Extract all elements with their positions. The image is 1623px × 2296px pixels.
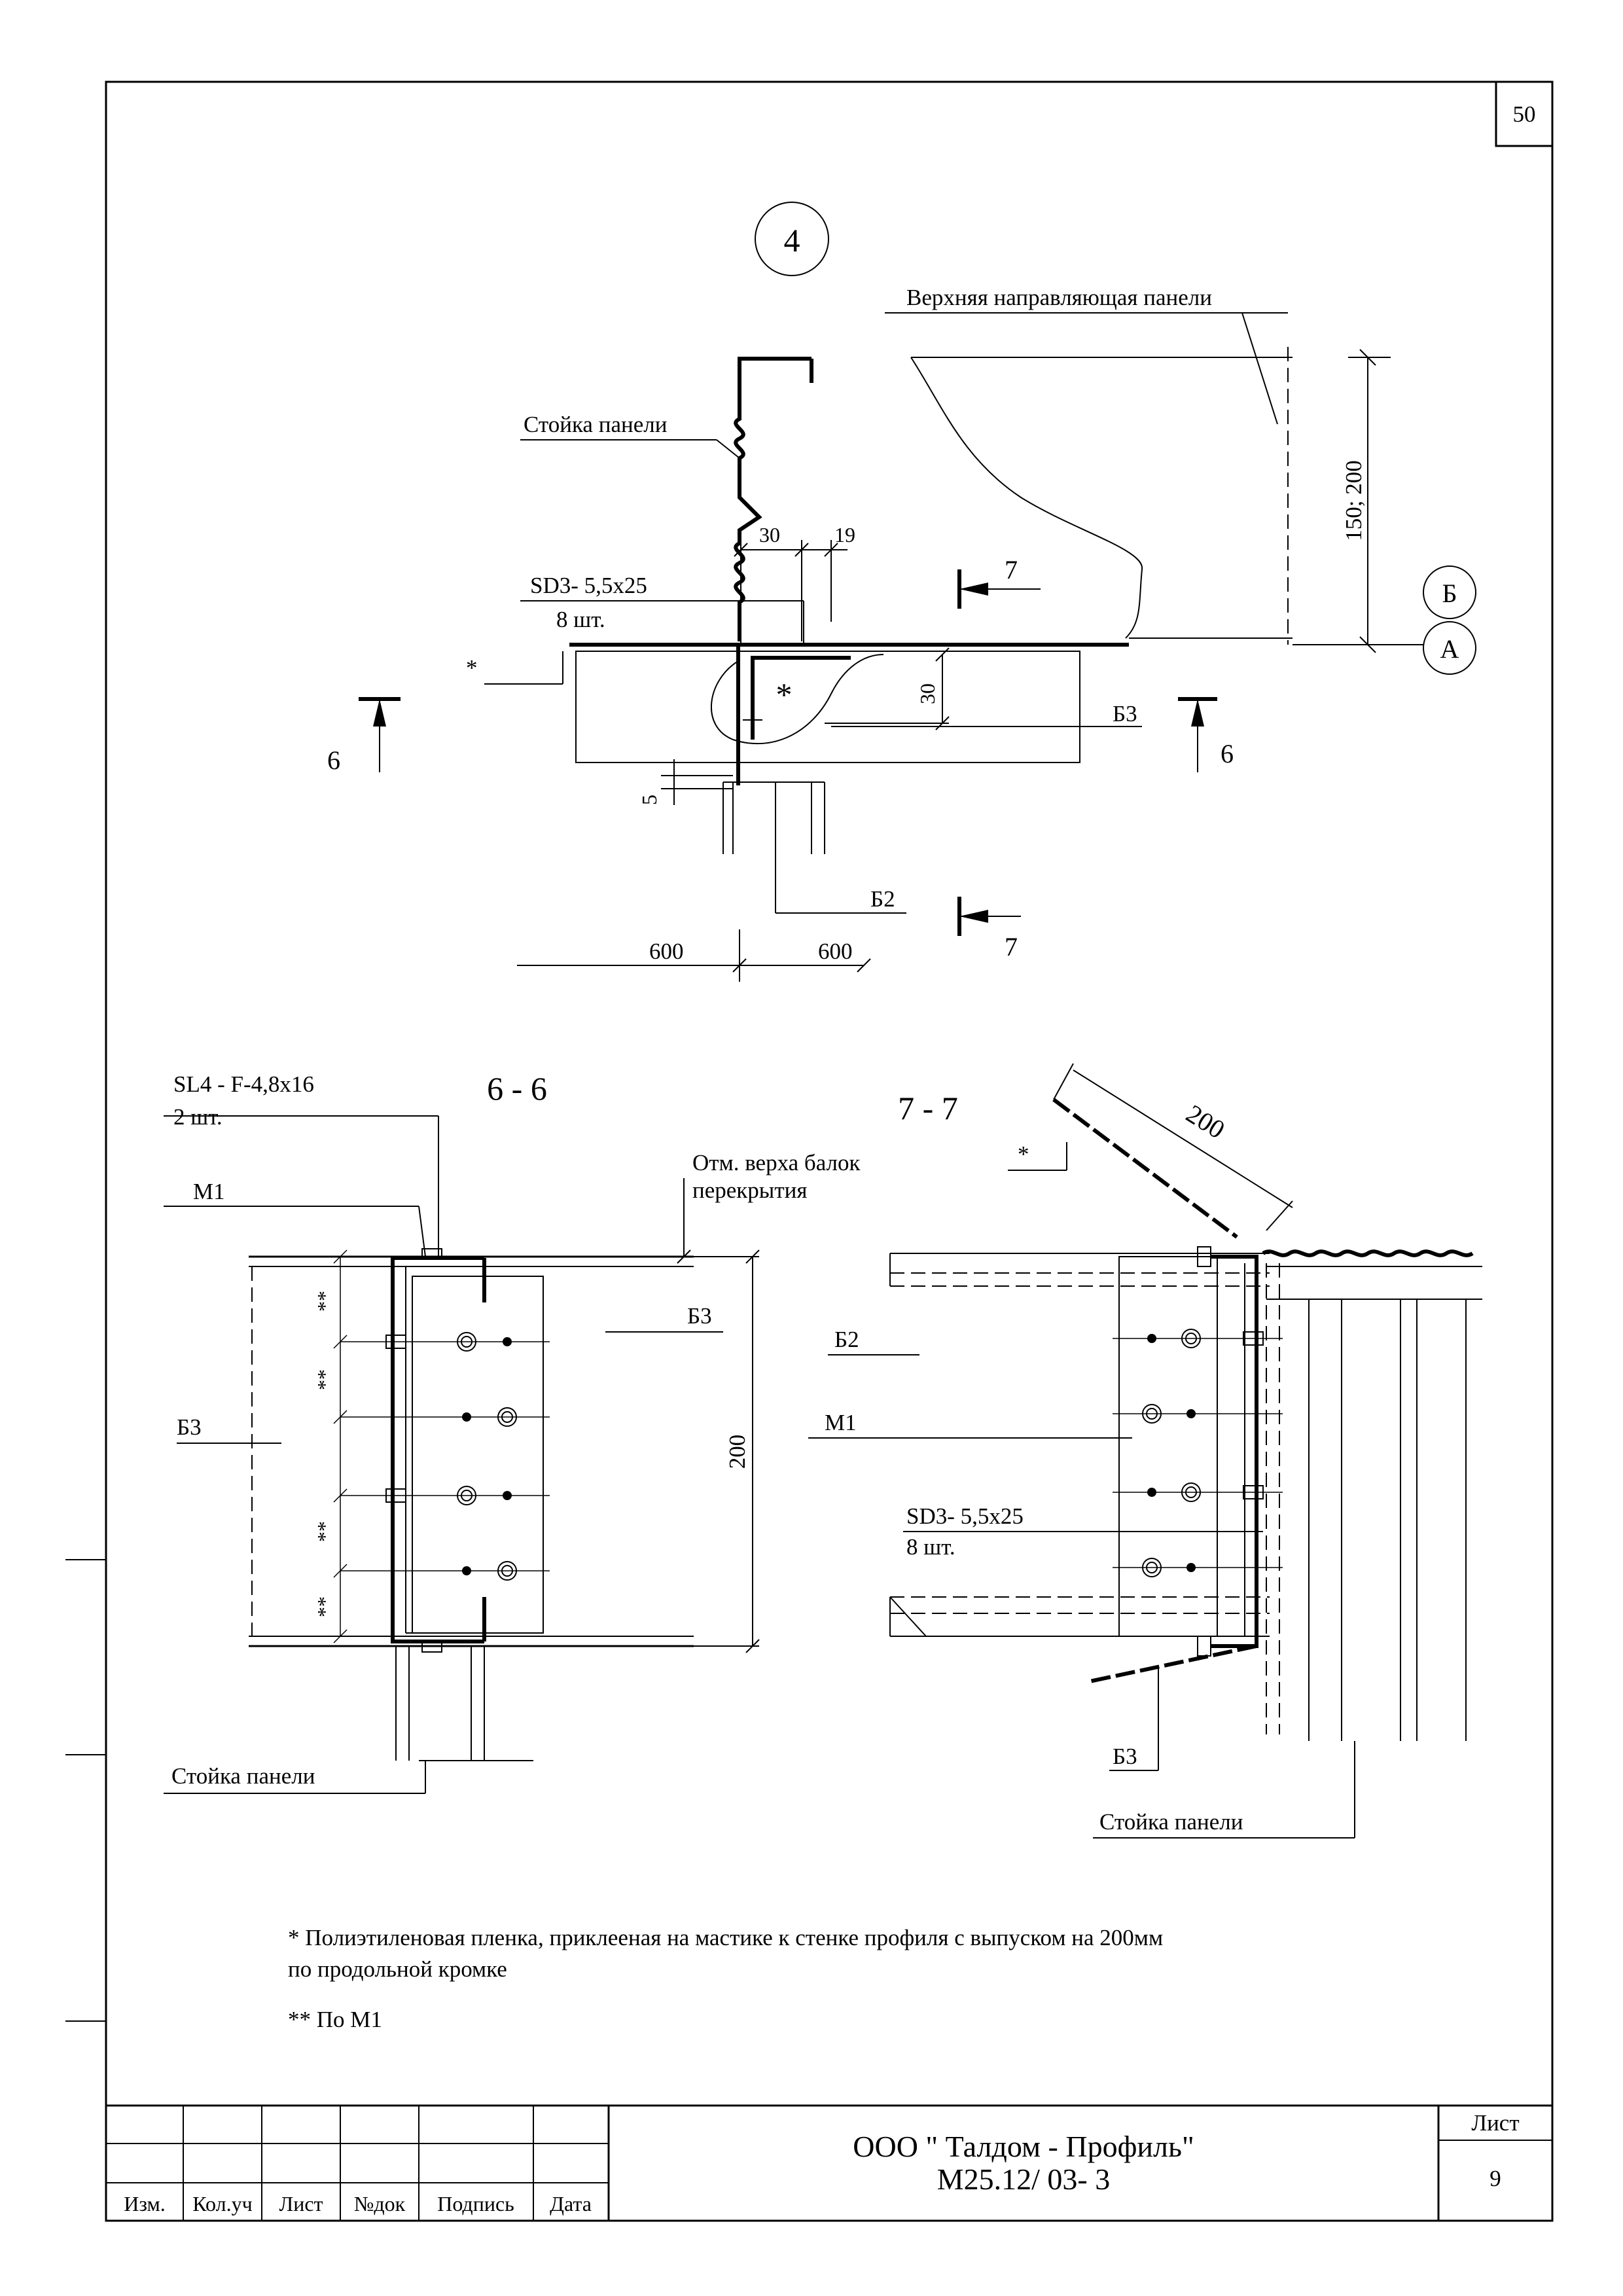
binding-margin-marks [65, 1559, 106, 2022]
label-screw-sd3-77: SD3- 5,5x25 [906, 1503, 1024, 1529]
section-7-7: 7 - 7 200 * [808, 1063, 1482, 1839]
note-1-line-2: по продольной кромке [288, 1956, 507, 1982]
section-mark-7-bottom: 7 [957, 897, 1021, 961]
section-6-6: 6 - 6 SL4 - F-4,8x16 2 шт. М1 Отм. верха… [164, 1070, 861, 1794]
label-beam-top-mark: Отм. верха балок [692, 1150, 861, 1175]
label-panel-post-66: Стойка панели [171, 1763, 315, 1789]
section-6-6-title: 6 - 6 [487, 1070, 547, 1107]
tb-data: Дата [550, 2192, 592, 2215]
dim-30-top: 30 [759, 523, 780, 547]
label-beam-top-mark-2: перекрытия [692, 1177, 807, 1203]
tb-izm: Изм. [124, 2192, 166, 2215]
dim-200-77: 200 [1181, 1099, 1230, 1145]
svg-text:**: ** [313, 1521, 336, 1542]
label-b3-66-right: Б3 [687, 1303, 712, 1329]
tb-sheet-number: 9 [1489, 2166, 1501, 2191]
corrugated-deck [1262, 1249, 1474, 1257]
right-posts-77 [1308, 1299, 1467, 1741]
detail-4-number: 4 [784, 222, 800, 259]
label-b3-77: Б3 [1113, 1744, 1137, 1769]
label-b3-66-left: Б3 [177, 1414, 202, 1440]
dim-600-left: 600 [649, 939, 684, 964]
tb-company: ООО " Талдом - Профиль" [853, 2130, 1194, 2163]
label-panel-post: Стойка панели [524, 412, 667, 437]
axis-b-circle [1423, 565, 1476, 619]
label-screw-sl4-qty: 2 шт. [173, 1104, 223, 1130]
label-b2-detail4: Б2 [870, 886, 895, 912]
fastener-holes-66 [340, 1248, 550, 1653]
label-screw-qty: 8 шт. [556, 607, 605, 632]
section-7-7-title: 7 - 7 [898, 1090, 958, 1126]
note-2: ** По М1 [288, 2007, 382, 2032]
post-channel-77 [1211, 1255, 1258, 1648]
svg-text:**: ** [313, 1369, 336, 1390]
tb-kol-uch: Кол.уч [192, 2192, 252, 2215]
tb-doc-code: М25.12/ 03- 3 [937, 2162, 1111, 2196]
detail-4: 4 Верхняя направляющая панели 150; 200 Б… [327, 202, 1476, 982]
dim-height: 150; 200 [1341, 460, 1366, 541]
tb-list: Лист [279, 2192, 323, 2215]
fastener-holes-77 [1113, 1246, 1283, 1657]
page-number: 50 [1513, 101, 1536, 127]
axis-a-circle [1423, 621, 1476, 675]
title-block: Изм. Кол.уч Лист №док Подпись Дата ООО "… [106, 2104, 1552, 2221]
page-number-box: 50 [1495, 81, 1554, 147]
section-mark-6-right: 6 [1178, 697, 1234, 772]
label-top-guide: Верхняя направляющая панели [906, 285, 1212, 310]
svg-text:6: 6 [327, 745, 340, 775]
axis-a-label: А [1440, 634, 1459, 664]
plate-m1-66 [412, 1276, 544, 1634]
label-screw-sl4: SL4 - F-4,8x16 [173, 1071, 314, 1097]
svg-text:**: ** [313, 1291, 336, 1312]
svg-text:7: 7 [1005, 932, 1018, 961]
plate-m1-77 [1118, 1256, 1218, 1637]
label-screw-sd3: SD3- 5,5x25 [530, 573, 647, 598]
detail-marker-circle [755, 202, 829, 276]
dim-200-66: 200 [724, 1435, 750, 1469]
svg-text:6: 6 [1221, 739, 1234, 768]
top-guide-breakaway [910, 357, 1143, 639]
beam-b3-outline [575, 651, 1080, 763]
footnote-star-marker: * [466, 655, 478, 681]
section-mark-7-top: 7 [957, 555, 1041, 609]
star-77: * [1018, 1141, 1029, 1167]
dim-5: 5 [637, 795, 661, 805]
film-bottom-77 [1086, 1644, 1257, 1684]
label-m1-77: М1 [825, 1410, 857, 1435]
dim-30-side: 30 [916, 683, 939, 704]
svg-text:7: 7 [1005, 555, 1018, 584]
label-b3-detail4: Б3 [1113, 701, 1137, 726]
breakaway-curve [711, 654, 884, 745]
dim-600-right: 600 [818, 939, 853, 964]
spacing-marks-66: ** ** ** ** [313, 1249, 348, 1643]
section-mark-6-left: 6 [327, 697, 401, 775]
svg-text:**: ** [313, 1596, 336, 1617]
label-panel-post-77: Стойка панели [1099, 1809, 1243, 1835]
tb-ndok: №док [354, 2192, 406, 2215]
tb-sheet-label: Лист [1471, 2110, 1519, 2136]
beam-b2-channel [751, 656, 851, 740]
label-b2-77: Б2 [834, 1327, 859, 1352]
label-m1-66: М1 [193, 1179, 225, 1204]
film-top-77 [1052, 1098, 1238, 1239]
dim-19: 19 [834, 523, 855, 547]
label-screw-qty-77: 8 шт. [906, 1534, 955, 1560]
axis-b-label: Б [1442, 579, 1457, 608]
notes: * Полиэтиленовая пленка, приклееная на м… [288, 1925, 1163, 2032]
sheet-frame [105, 81, 1554, 2222]
note-1-line-1: * Полиэтиленовая пленка, приклееная на м… [288, 1925, 1163, 1950]
star-mark: * [776, 676, 793, 713]
tb-podpis: Подпись [437, 2192, 514, 2215]
panel-post-profile [734, 357, 812, 641]
